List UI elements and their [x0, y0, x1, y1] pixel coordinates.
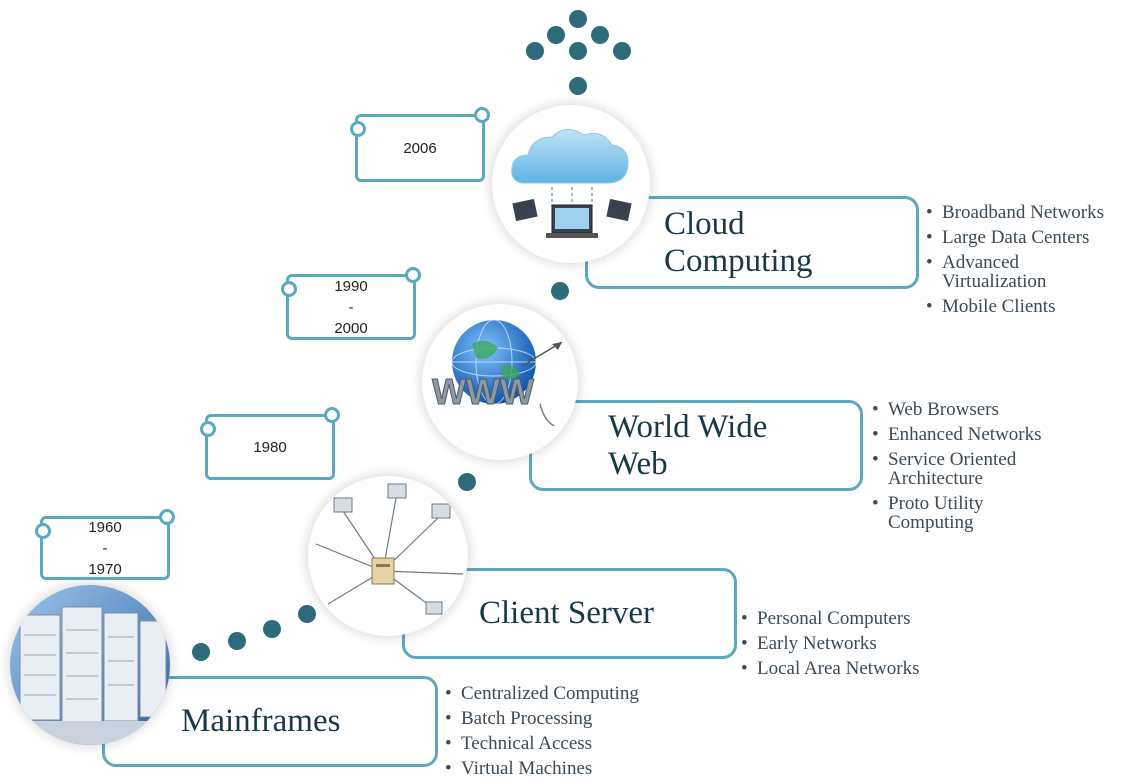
decorative-dot	[526, 42, 544, 60]
feature-item: Proto Utility	[872, 494, 1042, 513]
feature-item: Broadband Networks	[926, 203, 1104, 222]
feature-item: Large Data Centers	[926, 228, 1104, 247]
timeline-dot	[263, 620, 281, 638]
year-line: -	[102, 539, 108, 557]
year-line: 1960	[88, 518, 122, 536]
feature-item: Centralized Computing	[445, 684, 639, 703]
year-scroll-1990-2000: 1990 - 2000	[281, 267, 421, 340]
feature-item: Web Browsers	[872, 400, 1042, 419]
feature-item: Early Networks	[741, 634, 920, 653]
feature-item: Advanced	[926, 253, 1104, 272]
feature-item: Virtual Machines	[445, 759, 639, 778]
decorative-dot	[569, 10, 587, 28]
feature-item-continuation: Virtualization	[942, 271, 1047, 292]
title-line: Computing	[664, 242, 813, 279]
feature-list-client-server: Personal Computers Early Networks Local …	[741, 609, 920, 684]
title-line: World Wide	[608, 409, 768, 446]
year-scroll-2006: 2006	[350, 107, 490, 182]
server-rack-image	[10, 585, 170, 745]
decorative-dot	[547, 26, 565, 44]
decorative-dot	[591, 26, 609, 44]
network-hub-image	[308, 476, 468, 636]
feature-item: Local Area Networks	[741, 659, 920, 678]
stage-title: Mainframes	[181, 703, 341, 740]
timeline-dot	[458, 473, 476, 491]
stage-title: Cloud Computing	[664, 206, 813, 279]
year-scroll-1960-1970: 1960 - 1970	[35, 509, 175, 580]
year-line: 1980	[253, 438, 287, 456]
feature-item-continuation: Architecture	[888, 468, 983, 489]
stage-box-world-wide-web: World Wide Web	[529, 400, 863, 491]
year-scroll-1980: 1980	[200, 407, 340, 480]
year-line: 2006	[403, 139, 437, 157]
feature-item: Service Oriented	[872, 450, 1042, 469]
decorative-dot	[613, 42, 631, 60]
feature-item: Enhanced Networks	[872, 425, 1042, 444]
feature-item: Mobile Clients	[926, 297, 1104, 316]
title-line: Cloud	[664, 206, 745, 243]
timeline-dot	[228, 632, 246, 650]
feature-item: Batch Processing	[445, 709, 639, 728]
feature-item-continuation: Computing	[888, 512, 974, 533]
timeline-dot	[192, 643, 210, 661]
feature-list-world-wide-web: Web Browsers Enhanced Networks Service O…	[872, 400, 1042, 538]
feature-item: Technical Access	[445, 734, 639, 753]
stage-box-mainframes: Mainframes	[102, 676, 438, 767]
cloud-laptops-image	[492, 105, 650, 263]
year-line: 2000	[334, 319, 368, 337]
feature-list-mainframes: Centralized Computing Batch Processing T…	[445, 684, 639, 784]
stage-title: Client Server	[479, 595, 655, 632]
feature-item: Personal Computers	[741, 609, 920, 628]
feature-list-cloud-computing: Broadband Networks Large Data Centers Ad…	[926, 203, 1104, 322]
www-globe-image: WWW	[422, 304, 578, 460]
timeline-dot	[551, 282, 569, 300]
year-line: -	[348, 298, 354, 316]
year-line: 1990	[334, 277, 368, 295]
timeline-dot	[569, 77, 587, 95]
stage-title: World Wide Web	[608, 409, 767, 482]
title-line: Web	[608, 445, 668, 482]
timeline-dot	[298, 605, 316, 623]
year-line: 1970	[88, 560, 122, 578]
svg-text:WWW: WWW	[432, 371, 534, 412]
decorative-dot	[569, 42, 587, 60]
